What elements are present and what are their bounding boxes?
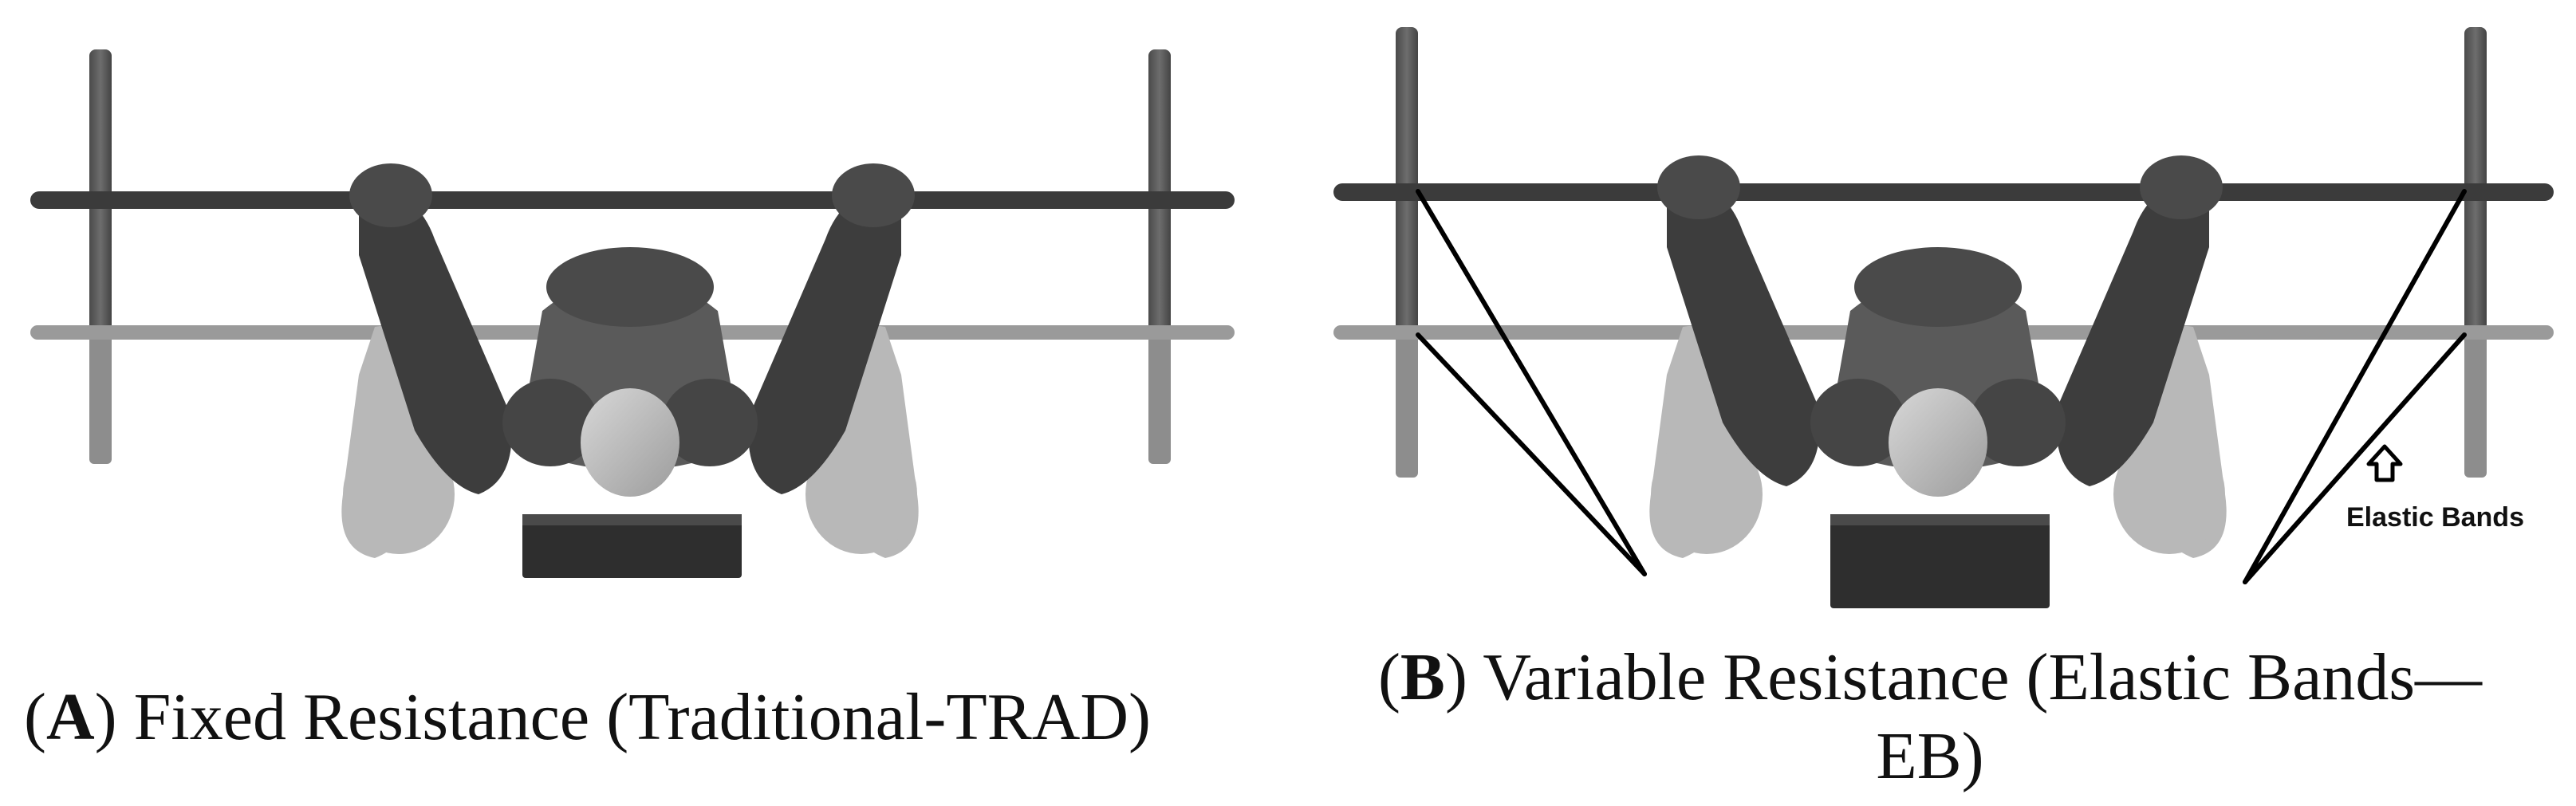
- left-band-upper: [1416, 189, 1647, 576]
- right-band-lower: [2243, 332, 2467, 584]
- panel-a-illustration: [30, 49, 1235, 578]
- caption-b-letter: B: [1400, 640, 1445, 714]
- panel-b-head: [1889, 388, 1987, 497]
- panel-b-top-barbell: [1333, 183, 2554, 201]
- right-band-upper: [2243, 189, 2467, 584]
- caption-b-text: Variable Resistance (Elastic Bands—EB): [1483, 640, 2483, 794]
- panel-b-bench: [1830, 514, 2050, 608]
- panel-a-head: [581, 388, 679, 497]
- panel-a-left-fist: [349, 163, 432, 227]
- panel-b-right-fist: [2140, 155, 2223, 219]
- caption-a-letter: A: [45, 680, 95, 754]
- panel-a-bench: [522, 514, 742, 578]
- caption-panel-a: (A) Fixed Resistance (Traditional-TRAD): [24, 680, 1152, 754]
- panel-a-torso: [502, 247, 758, 470]
- panel-a-faded-arms: [341, 325, 919, 558]
- caption-a-text: Fixed Resistance (Traditional-TRAD): [133, 680, 1152, 754]
- up-arrow-icon: [2366, 444, 2403, 482]
- panel-a-top-barbell: [30, 191, 1235, 209]
- panel-b-torso: [1810, 247, 2066, 470]
- panel-b-left-fist: [1657, 155, 1740, 219]
- caption-panel-b: (B) Variable Resistance (Elastic Bands—E…: [1377, 640, 2483, 794]
- panel-b-illustration: [1333, 27, 2554, 608]
- panel-a-arms: [349, 163, 915, 494]
- panel-b-elastic-bands: [1416, 189, 2467, 584]
- panel-b-rack-posts: [1396, 27, 2487, 478]
- panel-b-arms: [1657, 155, 2223, 486]
- left-band-lower: [1416, 332, 1647, 576]
- elastic-bands-label: Elastic Bands: [2346, 502, 2524, 533]
- panel-a-right-fist: [832, 163, 915, 227]
- panel-a-rack-posts: [89, 49, 1171, 464]
